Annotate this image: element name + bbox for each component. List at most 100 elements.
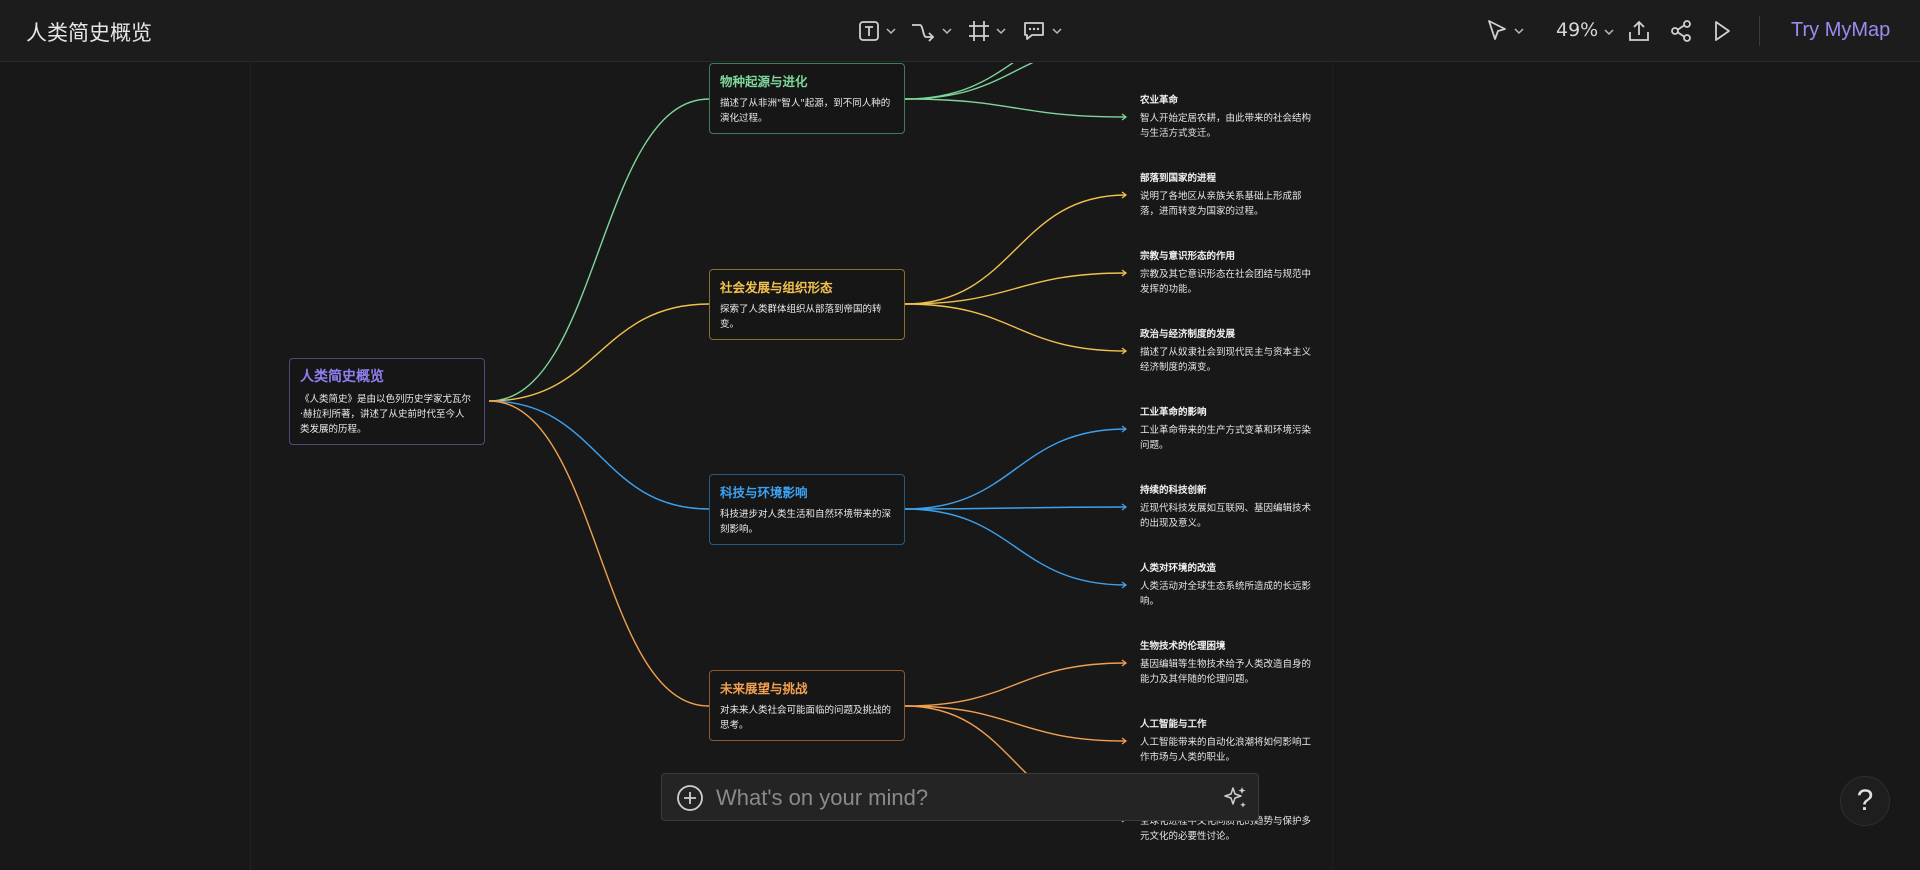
leaf-description: 人工智能带来的自动化浪潮将如何影响工作市场与人类的职业。 <box>1140 737 1312 763</box>
page-guide-line <box>250 63 251 870</box>
leaf-description: 近现代科技发展如互联网、基因编辑技术的出现及意义。 <box>1140 503 1312 529</box>
branch-leaf-connector <box>904 428 1127 510</box>
branch-leaf-connector <box>904 303 1127 352</box>
branch-node-future[interactable]: 未来展望与挑战 对未来人类社会可能面临的问题及挑战的思考。 <box>709 670 905 741</box>
toolbar-divider <box>1759 16 1760 46</box>
connector-arrow <box>1121 269 1128 277</box>
leaf-node[interactable]: 农业革命 智人开始定居农耕，由此带来的社会结构与生活方式变迁。 <box>1140 92 1318 141</box>
leaf-node[interactable]: 政治与经济制度的发展 描述了从奴隶社会到现代民主与资本主义经济制度的演变。 <box>1140 326 1318 375</box>
leaf-node[interactable]: 持续的科技创新 近现代科技发展如互联网、基因编辑技术的出现及意义。 <box>1140 482 1318 531</box>
connector-arrow <box>1121 503 1128 511</box>
connector-icon <box>910 20 936 42</box>
leaf-title: 政治与经济制度的发展 <box>1140 329 1236 340</box>
leaf-title: 工业革命的影响 <box>1140 407 1207 418</box>
leaf-title: 持续的科技创新 <box>1140 485 1207 496</box>
branch-title: 科技与环境影响 <box>720 485 808 500</box>
branch-leaf-connector <box>904 662 1127 707</box>
root-branch-connector <box>488 303 710 402</box>
connector-arrow <box>1121 113 1128 121</box>
branch-description: 科技进步对人类生活和自然环境带来的深刻影响。 <box>720 509 892 535</box>
root-branch-connector <box>488 98 710 402</box>
connector-arrow <box>1121 191 1128 199</box>
branch-description: 探索了人类群体组织从部落到帝国的转变。 <box>720 304 882 330</box>
branch-description: 描述了从非洲"智人"起源，到不同人种的演化过程。 <box>720 98 891 124</box>
leaf-node[interactable]: 工业革命的影响 工业革命带来的生产方式变革和环境污染问题。 <box>1140 404 1318 453</box>
leaf-node[interactable]: 人工智能与工作 人工智能带来的自动化浪潮将如何影响工作市场与人类的职业。 <box>1140 716 1318 765</box>
branch-node-origin[interactable]: 物种起源与进化 描述了从非洲"智人"起源，到不同人种的演化过程。 <box>709 63 905 134</box>
chevron-down-icon <box>886 27 896 35</box>
root-branch-connector <box>488 400 710 707</box>
cursor-pointer-icon <box>1486 19 1508 43</box>
ai-sparkle-icon[interactable] <box>1222 785 1248 815</box>
leaf-description: 说明了各地区从亲族关系基础上形成部落，进而转变为国家的过程。 <box>1140 191 1302 217</box>
branch-leaf-connector <box>904 194 1127 305</box>
branch-leaf-connector <box>904 63 1034 100</box>
chevron-down-icon <box>1052 27 1062 35</box>
leaf-description: 智人开始定居农耕，由此带来的社会结构与生活方式变迁。 <box>1140 113 1312 139</box>
connector-arrow <box>1121 347 1128 355</box>
comment-tool-button[interactable] <box>1022 18 1062 44</box>
select-pointer-button[interactable] <box>1486 18 1524 44</box>
page-guide-line <box>1332 63 1333 870</box>
leaf-title: 部落到国家的进程 <box>1140 173 1217 184</box>
add-circle-icon[interactable] <box>676 784 704 816</box>
leaf-node[interactable]: 全球化进程中文化同质化的趋势与保护多元文化的必要性讨论。 <box>1140 814 1318 844</box>
mindmap-connectors <box>488 63 1128 823</box>
text-icon <box>858 20 880 42</box>
try-mymap-button[interactable]: Try MyMap <box>1791 19 1891 41</box>
connector-arrow <box>1121 581 1128 589</box>
leaf-node[interactable]: 生物技术的伦理困境 基因编辑等生物技术给予人类改造自身的能力及其伴随的伦理问题。 <box>1140 638 1318 687</box>
connector-arrow <box>1121 425 1128 433</box>
leaf-description: 基因编辑等生物技术给予人类改造自身的能力及其伴随的伦理问题。 <box>1140 659 1312 685</box>
chevron-down-icon <box>996 27 1006 35</box>
chat-input[interactable] <box>714 782 1198 814</box>
leaf-description: 人类活动对全球生态系统所造成的长远影响。 <box>1140 581 1312 607</box>
share-icon <box>1670 19 1692 43</box>
play-icon <box>1712 19 1732 43</box>
zoom-level: 49% <box>1556 19 1599 41</box>
branch-leaf-connector <box>904 63 1014 100</box>
chat-bar <box>661 773 1259 821</box>
frame-tool-button[interactable] <box>968 18 1006 44</box>
root-node[interactable]: 人类简史概览 《人类简史》是由以色列历史学家尤瓦尔·赫拉利所著，讲述了从史前时代… <box>289 358 485 445</box>
branch-leaf-connector <box>904 705 1127 742</box>
help-button[interactable]: ? <box>1840 776 1890 826</box>
mindmap-canvas[interactable]: 人类简史概览 《人类简史》是由以色列历史学家尤瓦尔·赫拉利所著，讲述了从史前时代… <box>0 63 1920 870</box>
branch-title: 未来展望与挑战 <box>720 681 808 696</box>
leaf-node[interactable]: 宗教与意识形态的作用 宗教及其它意识形态在社会团结与规范中发挥的功能。 <box>1140 248 1318 297</box>
branch-leaf-connector <box>904 508 1127 586</box>
leaf-title: 人工智能与工作 <box>1140 719 1207 730</box>
zoom-control[interactable]: 49% <box>1556 19 1614 41</box>
leaf-node[interactable]: 部落到国家的进程 说明了各地区从亲族关系基础上形成部落，进而转变为国家的过程。 <box>1140 170 1318 219</box>
text-tool-button[interactable] <box>858 18 896 44</box>
leaf-title: 农业革命 <box>1140 95 1179 106</box>
present-button[interactable] <box>1712 18 1732 44</box>
leaf-title: 生物技术的伦理困境 <box>1140 641 1226 652</box>
leaf-title: 宗教与意识形态的作用 <box>1140 251 1236 262</box>
leaf-title: 人类对环境的改造 <box>1140 563 1217 574</box>
branch-node-technology[interactable]: 科技与环境影响 科技进步对人类生活和自然环境带来的深刻影响。 <box>709 474 905 545</box>
branch-description: 对未来人类社会可能面临的问题及挑战的思考。 <box>720 705 892 731</box>
share-button[interactable] <box>1670 18 1692 44</box>
export-button[interactable] <box>1628 18 1650 44</box>
connector-arrow <box>1121 659 1128 667</box>
branch-title: 社会发展与组织形态 <box>720 280 833 295</box>
root-description: 《人类简史》是由以色列历史学家尤瓦尔·赫拉利所著，讲述了从史前时代至今人类发展的… <box>300 394 472 435</box>
frame-icon <box>968 20 990 42</box>
connector-arrow <box>1121 737 1128 745</box>
leaf-node[interactable]: 人类对环境的改造 人类活动对全球生态系统所造成的长远影响。 <box>1140 560 1318 609</box>
document-title[interactable]: 人类简史概览 <box>26 21 152 45</box>
comment-icon <box>1022 20 1046 42</box>
connector-tool-button[interactable] <box>910 18 952 44</box>
chevron-down-icon <box>1514 27 1524 35</box>
branch-title: 物种起源与进化 <box>720 74 808 89</box>
leaf-description: 描述了从奴隶社会到现代民主与资本主义经济制度的演变。 <box>1140 347 1312 373</box>
root-title: 人类简史概览 <box>300 369 384 385</box>
branch-node-society[interactable]: 社会发展与组织形态 探索了人类群体组织从部落到帝国的转变。 <box>709 269 905 340</box>
chevron-down-icon <box>1604 19 1614 41</box>
top-bar: 人类简史概览 49% <box>0 0 1920 62</box>
branch-leaf-connector <box>904 506 1127 510</box>
root-branch-connector <box>488 400 710 510</box>
branch-leaf-connector <box>904 272 1127 305</box>
branch-leaf-connector <box>904 98 1127 118</box>
